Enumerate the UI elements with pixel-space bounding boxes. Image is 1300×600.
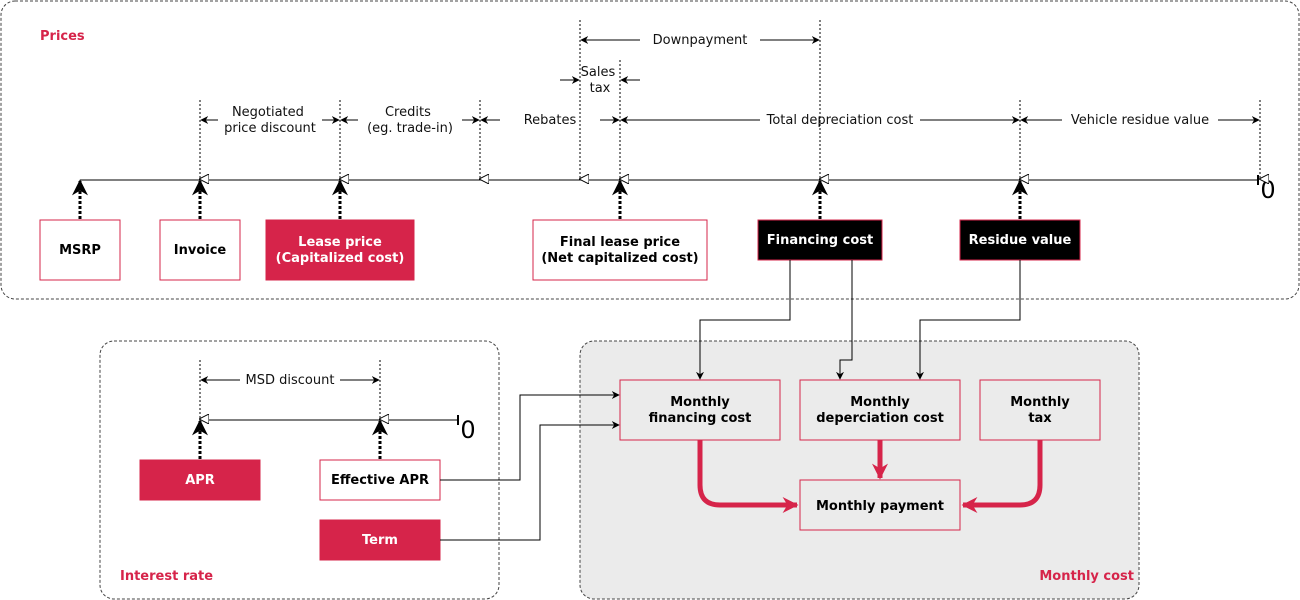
label-rebates: Rebates — [524, 113, 577, 128]
box-effective-apr: Effective APR — [319, 459, 441, 501]
label-downpayment: Downpayment — [653, 33, 748, 48]
box-monthly-financing-cost: Monthly financing cost — [619, 379, 781, 441]
box-monthly-payment: Monthly payment — [799, 479, 961, 531]
svg-text:Residue value: Residue value — [969, 233, 1072, 248]
svg-text:(Net capitalized cost): (Net capitalized cost) — [541, 251, 698, 266]
connector-financing-to-monthly-depreciation — [836, 260, 853, 380]
box-term: Term — [319, 519, 441, 561]
box-residue-value: Residue value — [959, 219, 1081, 261]
red-arrow-financing-to-payment — [697, 440, 799, 513]
svg-text:Financing cost: Financing cost — [767, 233, 873, 248]
svg-text:MSRP: MSRP — [59, 243, 101, 258]
svg-text:financing cost: financing cost — [649, 411, 752, 426]
interest-axis-zero: 0 — [460, 416, 475, 444]
box-monthly-tax: Monthly tax — [979, 379, 1101, 441]
label-negotiated-discount: Negotiated price discount — [224, 105, 316, 136]
connector-financing-to-monthly-financing — [696, 260, 791, 380]
label-sales-tax: Sales tax — [581, 65, 620, 96]
red-arrow-tax-to-payment — [961, 440, 1043, 513]
svg-text:tax: tax — [1028, 411, 1052, 426]
price-axis-zero: 0 — [1260, 176, 1275, 204]
box-invoice: Invoice — [159, 219, 241, 281]
interest-ticks — [200, 360, 380, 419]
svg-text:Term: Term — [362, 533, 398, 548]
box-final-lease-price: Final lease price (Net capitalized cost) — [532, 219, 708, 281]
label-total-depreciation: Total depreciation cost — [766, 113, 914, 128]
section-title-prices: Prices — [40, 29, 85, 44]
box-lease-price: Lease price (Capitalized cost) — [265, 219, 415, 281]
svg-text:Effective APR: Effective APR — [331, 473, 429, 488]
label-credits: Credits (eg. trade-in) — [367, 105, 453, 136]
price-axis — [80, 175, 1259, 185]
box-apr: APR — [139, 459, 261, 501]
svg-text:Monthly: Monthly — [850, 395, 910, 410]
svg-text:Monthly: Monthly — [670, 395, 730, 410]
box-msrp: MSRP — [39, 219, 121, 281]
svg-text:Monthly payment: Monthly payment — [816, 499, 944, 514]
svg-text:APR: APR — [185, 473, 215, 488]
svg-text:Final lease price: Final lease price — [560, 235, 680, 250]
box-monthly-depreciation-cost: Monthly deperciation cost — [799, 379, 961, 441]
price-ticks — [200, 20, 1260, 179]
connector-effective-apr-to-monthly-financing — [440, 391, 620, 481]
svg-text:(Capitalized cost): (Capitalized cost) — [276, 251, 405, 266]
label-vehicle-residue: Vehicle residue value — [1071, 113, 1209, 128]
svg-text:Invoice: Invoice — [174, 243, 227, 258]
connector-term-to-monthly-financing — [440, 421, 620, 541]
svg-text:Monthly: Monthly — [1010, 395, 1070, 410]
connector-residue-to-monthly-depreciation — [916, 260, 1021, 380]
section-title-interest-rate: Interest rate — [120, 569, 213, 584]
interest-axis — [200, 415, 459, 425]
svg-text:deperciation cost: deperciation cost — [816, 411, 944, 426]
label-msd-discount: MSD discount — [246, 373, 335, 388]
box-financing-cost: Financing cost — [757, 219, 883, 261]
svg-text:Lease price: Lease price — [298, 235, 382, 250]
section-title-monthly-cost: Monthly cost — [1039, 569, 1134, 584]
